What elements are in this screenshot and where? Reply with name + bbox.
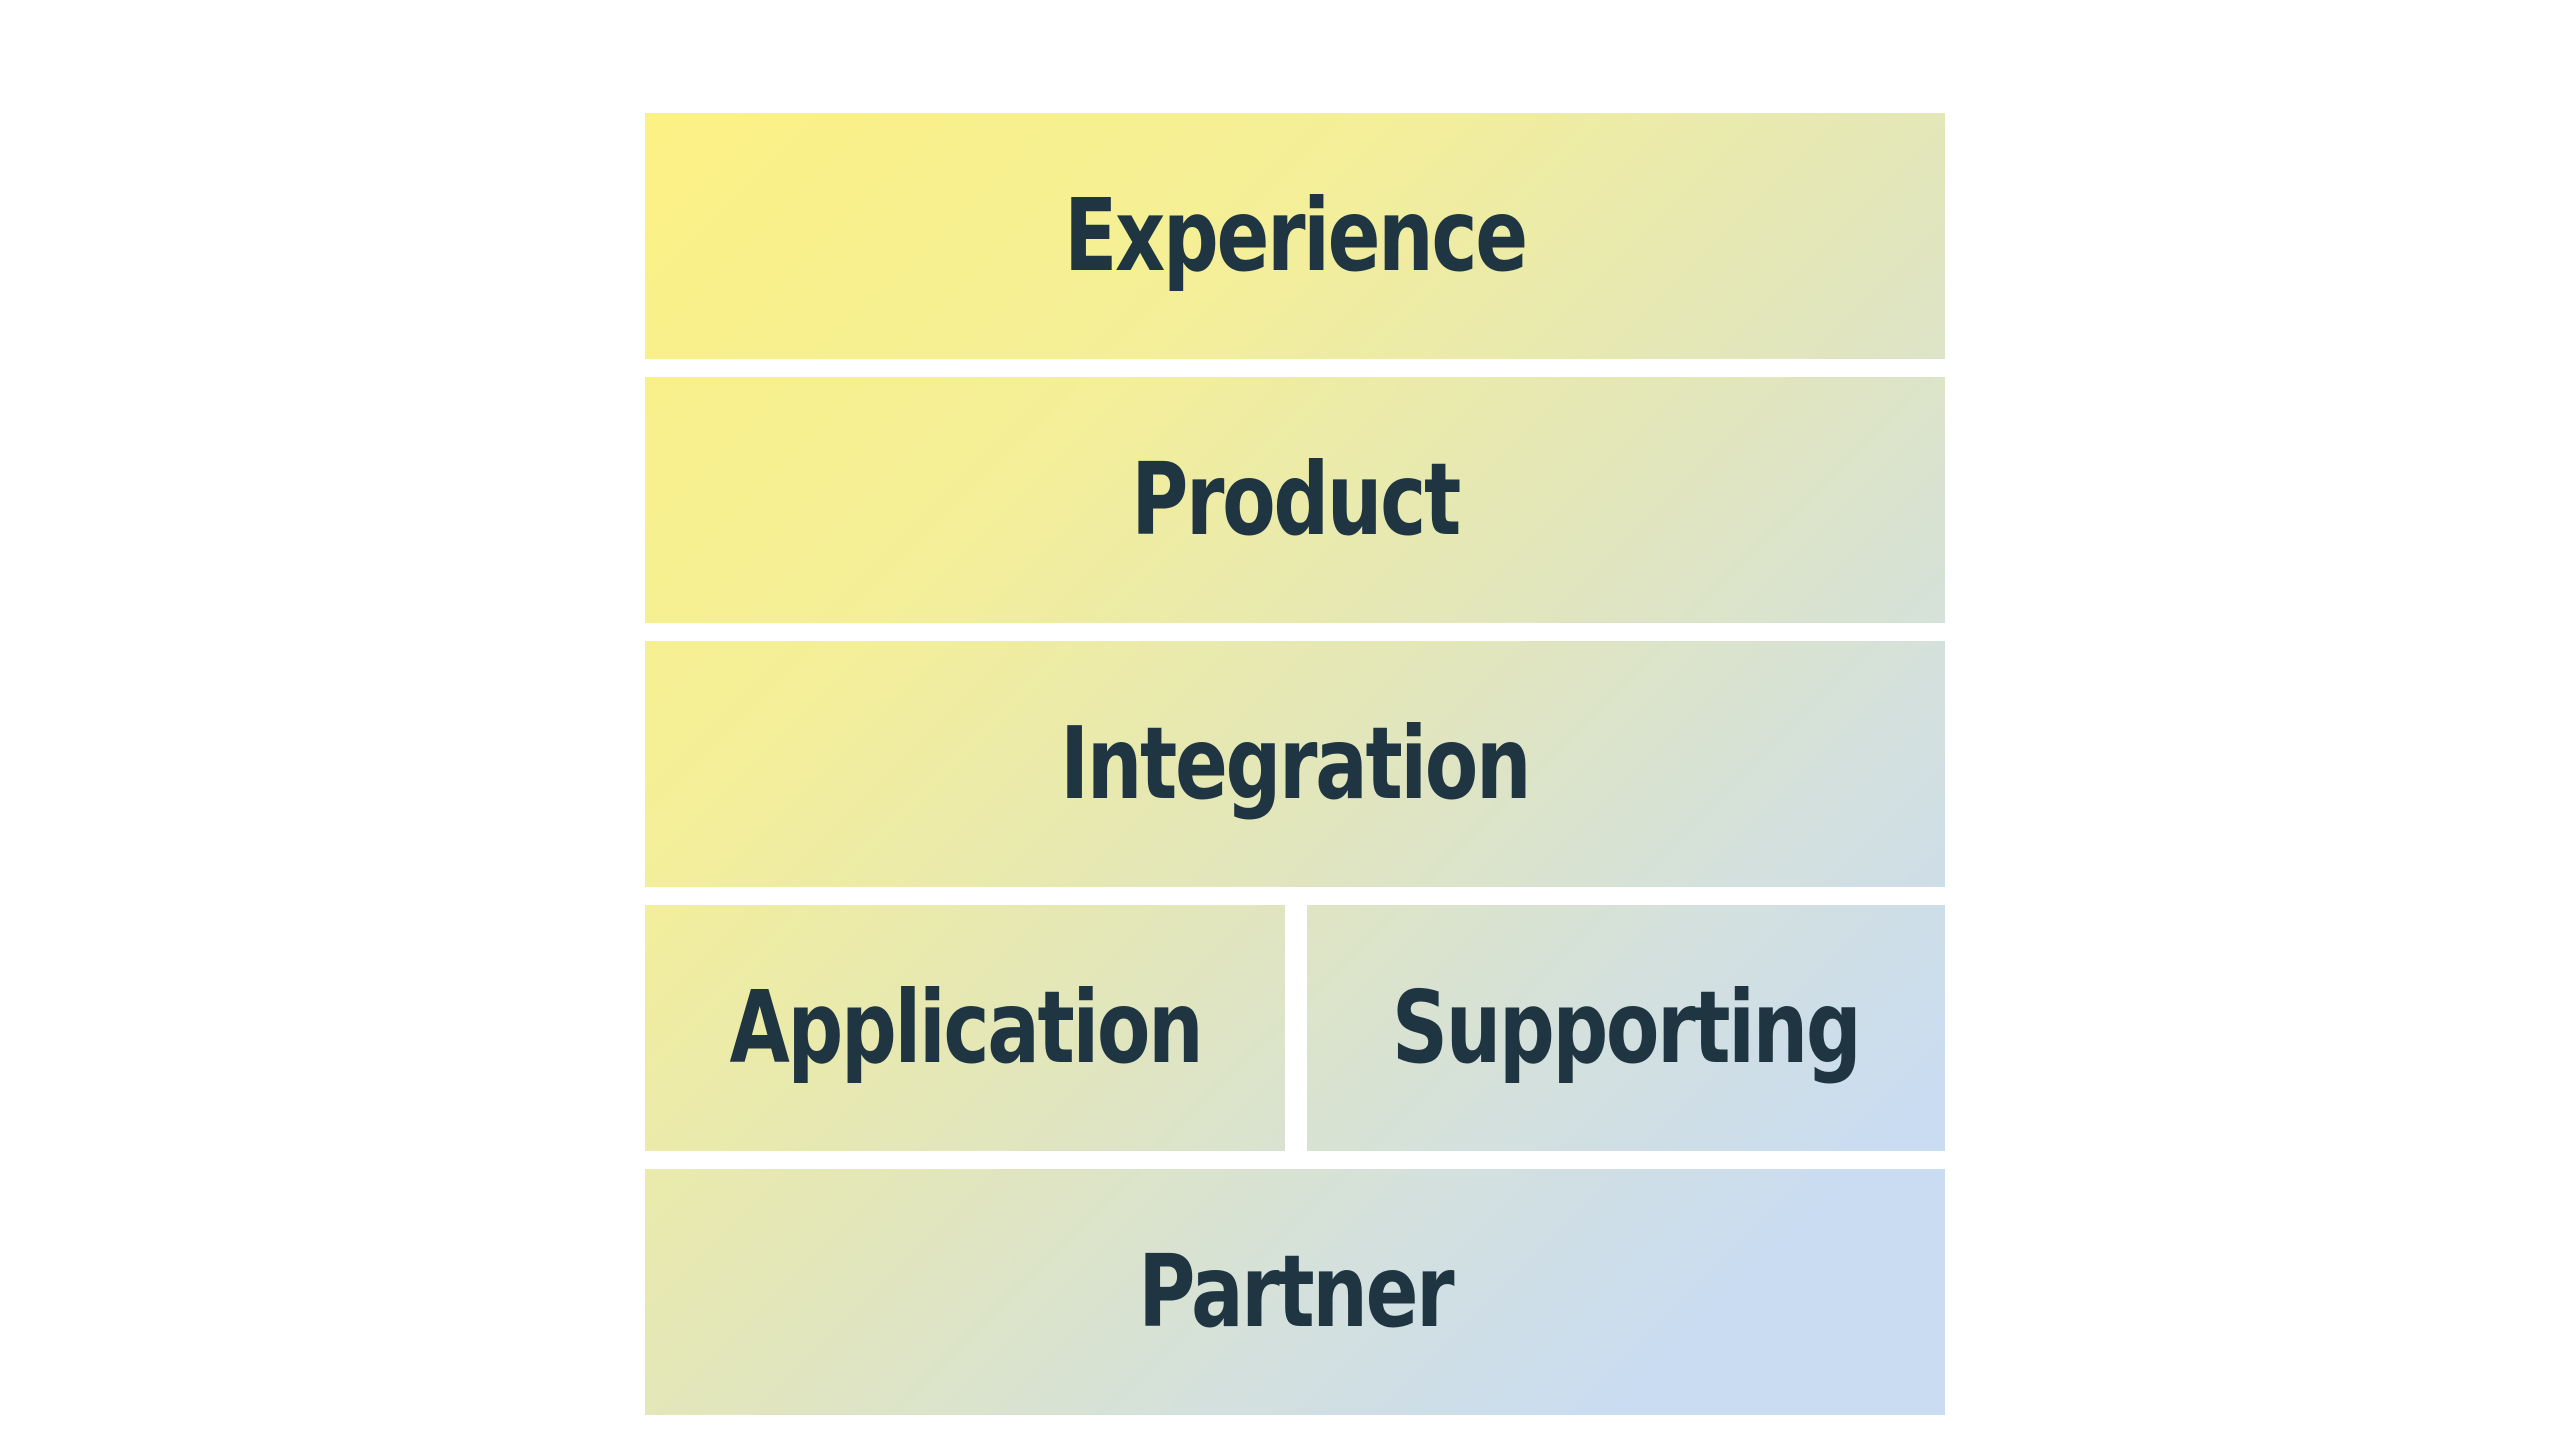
layer-vertical-divider [1285, 905, 1307, 1151]
layer-supporting: Supporting [1307, 905, 1945, 1151]
layer-divider [645, 887, 1945, 905]
layer-stack: Experience Product Integration Applicati… [645, 113, 1945, 1415]
layer-divider [645, 1151, 1945, 1169]
layer-product-label: Product [1131, 441, 1461, 558]
layer-divider [645, 623, 1945, 641]
layer-application-label: Application [729, 969, 1203, 1086]
layer-divider [645, 359, 1945, 377]
layer-partner: Partner [645, 1169, 1945, 1415]
layer-experience: Experience [645, 113, 1945, 359]
layer-experience-label: Experience [1064, 177, 1528, 294]
layer-supporting-label: Supporting [1392, 969, 1862, 1086]
layer-application: Application [645, 905, 1285, 1151]
layer-partner-label: Partner [1137, 1233, 1454, 1350]
layer-product: Product [645, 377, 1945, 623]
layer-integration-label: Integration [1060, 705, 1531, 822]
layer-integration: Integration [645, 641, 1945, 887]
